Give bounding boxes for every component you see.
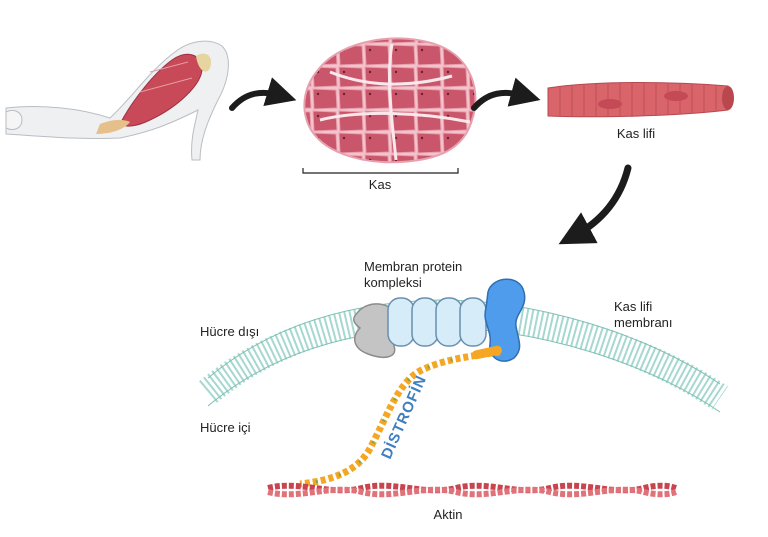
muscle-label: Kas bbox=[369, 177, 392, 192]
muscle-fiber bbox=[547, 82, 734, 118]
complex-label-line2: kompleksi bbox=[364, 275, 422, 290]
arm-illustration bbox=[5, 40, 229, 161]
muscle-bracket bbox=[302, 168, 459, 174]
complex-label-line1: Membran protein bbox=[364, 259, 462, 274]
actin-label: Aktin bbox=[434, 507, 463, 522]
membrane-label-line1: Kas lifi bbox=[614, 299, 652, 314]
arrow-muscle-to-fiber bbox=[471, 77, 541, 111]
actin-filament bbox=[267, 482, 677, 498]
arrow-arm-to-muscle bbox=[229, 77, 297, 111]
inside-cell-label: Hücre içi bbox=[200, 420, 251, 435]
muscle-cross-section bbox=[303, 37, 477, 164]
arrow-fiber-to-membrane bbox=[558, 164, 632, 245]
dystrophin-chain bbox=[299, 345, 502, 488]
membrane-protein-complex bbox=[353, 278, 526, 362]
fiber-label: Kas lifi bbox=[617, 126, 655, 141]
outside-cell-label: Hücre dışı bbox=[200, 324, 259, 339]
membrane-label-line2: membranı bbox=[614, 315, 673, 330]
